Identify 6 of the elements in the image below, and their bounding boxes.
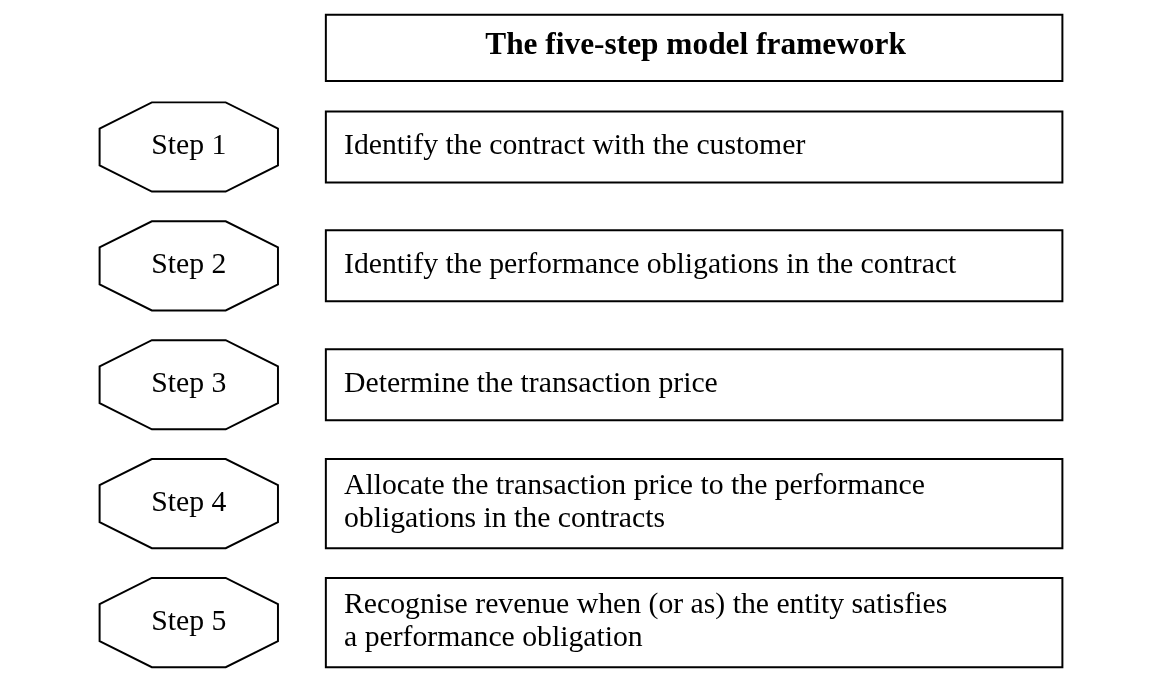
node-box: Determine the transaction price [324, 348, 1064, 422]
node-box: The five-step model framework [324, 13, 1064, 82]
node-box: Identify the performance obligations in the contract [324, 229, 1064, 303]
node-box: Identify the contract with the customer [324, 110, 1064, 184]
node-box: Recognise revenue when (or as) the entity satisfies a performance obligation [324, 577, 1064, 669]
node-box: Allocate the transaction price to the performance obligations in the contracts [324, 458, 1064, 550]
